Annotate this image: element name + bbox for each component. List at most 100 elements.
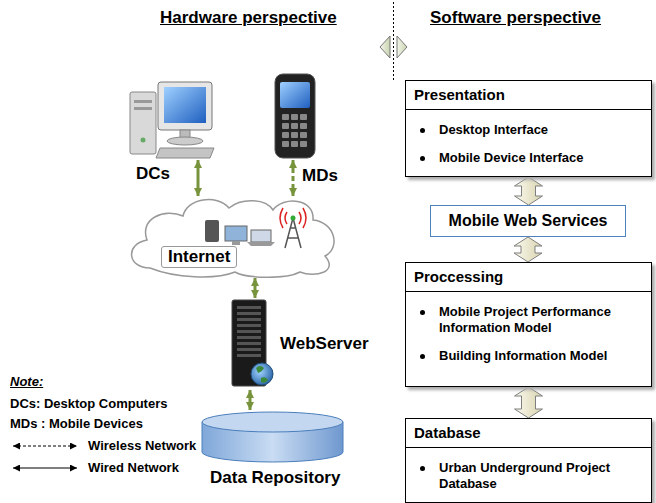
mobile-device-icon-part (291, 123, 298, 129)
bullet-text: Mobile Device Interface (439, 150, 584, 166)
divider-symbol-part (393, 2, 394, 80)
bullet-text: Mobile Project Performance Information M… (439, 304, 643, 336)
node-label: Internet (161, 246, 237, 268)
internet-cloud-part (251, 230, 271, 242)
bullet-item: Mobile Device Interface (420, 150, 643, 166)
mobile-device-icon-part (300, 141, 307, 147)
divider-symbol-part (397, 36, 407, 58)
mobile-device-icon-part (280, 82, 310, 108)
bullet-item: Urban Underground Project Database (420, 460, 643, 492)
layer-body: Mobile Project Performance Information M… (406, 304, 651, 374)
desktop-node: DCs (128, 80, 216, 160)
section-heading-holder: Software perspective (430, 8, 601, 28)
desktop-computer-icon-part (141, 138, 146, 143)
web-server-icon-part (237, 342, 261, 345)
block-arrow (514, 237, 542, 262)
web-server-icon-part (237, 318, 261, 321)
legend-text: Wired Network (88, 460, 179, 475)
legend-line-sample (12, 462, 78, 474)
bullet-text: Building Information Model (439, 348, 607, 364)
mobile-device-icon-part (300, 132, 307, 138)
mobile-device-icon-part (282, 132, 289, 138)
bullet-item: Desktop Interface (420, 122, 643, 138)
bullet-text: Urban Underground Project Database (439, 460, 643, 492)
web-server-icon-part (251, 363, 273, 385)
note-text: DCs: Desktop Computers (10, 396, 167, 411)
note-text-holder: DCs: Desktop Computers (10, 394, 167, 412)
desktop-computer-icon (128, 80, 216, 160)
internet-cloud-part (225, 226, 247, 241)
wired-link (254, 278, 257, 298)
block-arrow (515, 177, 543, 205)
mobile-node: MDs (270, 72, 320, 160)
wired-link (197, 160, 200, 196)
mobile-device-icon (270, 72, 320, 160)
web-server-icon-part (237, 312, 261, 315)
cloud-node: Internet (125, 196, 340, 278)
mobile-device-icon-part (291, 141, 298, 147)
web-server-icon-part (237, 348, 261, 351)
legend-line-sample (12, 440, 78, 452)
service-box: Mobile Web Services (430, 205, 626, 237)
section-heading: Hardware perspective (160, 8, 337, 27)
layer-body: Desktop InterfaceMobile Device Interface (406, 122, 651, 176)
mobile-device-icon-part (300, 114, 307, 120)
desktop-computer-icon-part (130, 92, 156, 154)
repository-cylinder-part (202, 412, 343, 432)
desktop-computer-icon-part (167, 137, 203, 145)
legend-row: Wired Network (12, 460, 179, 475)
mobile-device-icon-part (291, 132, 298, 138)
note-text-holder: MDs : Mobile Devices (10, 414, 143, 432)
section-heading-holder: Hardware perspective (160, 8, 337, 28)
internet-cloud-part (205, 220, 219, 242)
node-label: WebServer (280, 334, 369, 354)
internet-cloud-part (247, 242, 275, 246)
repository-cylinder (200, 410, 345, 464)
node-label: DCs (136, 164, 216, 184)
node-label: Data Repository (210, 468, 345, 488)
web-server-icon-part (237, 324, 261, 327)
bullet-dot (420, 128, 425, 133)
block-arrow (515, 387, 543, 418)
legend-arrow (13, 467, 77, 468)
web-server-icon-part (237, 336, 261, 339)
divider-symbol-part (380, 36, 390, 58)
mobile-device-icon-part (282, 123, 289, 129)
section-heading: Software perspective (430, 8, 601, 27)
bullet-item: Building Information Model (420, 348, 643, 364)
mobile-device-icon-part (275, 74, 315, 158)
wireless-link (292, 160, 295, 196)
web-server-icon-part (237, 354, 261, 357)
web-server-icon-part (256, 366, 268, 383)
legend-text: Wireless Network (88, 438, 196, 453)
bullet-dot (420, 156, 425, 161)
layer-heading: Proccessing (406, 263, 651, 292)
bullet-dot (420, 466, 425, 471)
desktop-computer-icon-part (164, 87, 206, 123)
layer-box: DatabaseUrban Underground Project Databa… (405, 418, 652, 503)
bullet-item: Mobile Project Performance Information M… (420, 304, 643, 336)
mobile-device-icon-part (282, 114, 289, 120)
layer-box: PresentationDesktop InterfaceMobile Devi… (405, 80, 652, 177)
layer-heading: Presentation (406, 81, 651, 110)
note-heading-holder: Note: (10, 372, 43, 390)
legend-arrow (13, 445, 77, 446)
service-label: Mobile Web Services (449, 212, 608, 229)
bullet-text: Desktop Interface (439, 122, 548, 138)
internet-cloud-part (291, 216, 296, 221)
desktop-computer-icon-part (134, 100, 152, 103)
server-node: WebServer (228, 298, 378, 390)
internet-cloud-part (280, 208, 306, 228)
note-text: MDs : Mobile Devices (10, 416, 143, 431)
web-server-icon-part (237, 306, 261, 309)
desktop-computer-icon-part (156, 148, 214, 158)
wired-link (249, 390, 252, 410)
mobile-device-icon-part (291, 114, 298, 120)
layer-body: Urban Underground Project Database (406, 460, 651, 502)
web-server-icon (228, 298, 274, 390)
note-heading: Note: (10, 374, 43, 389)
bullet-dot (420, 354, 425, 359)
legend-row: Wireless Network (12, 438, 196, 453)
bullet-dot (420, 310, 425, 315)
